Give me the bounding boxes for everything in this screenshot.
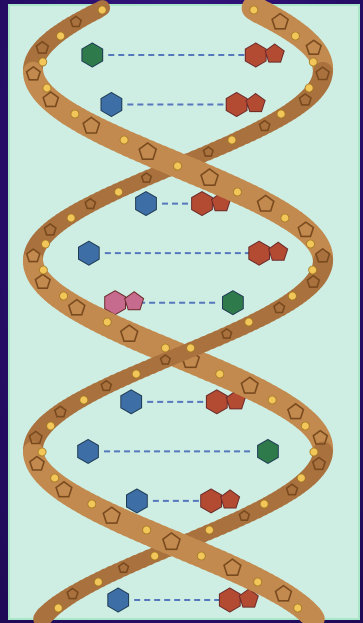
phosphate-bead <box>277 110 285 118</box>
phosphate-bead <box>291 32 299 40</box>
phosphate-bead <box>301 422 309 430</box>
phosphate-bead <box>39 58 47 66</box>
green-base-hex <box>223 291 244 315</box>
phosphate-bead <box>88 500 96 508</box>
phosphate-bead <box>54 604 62 612</box>
phosphate-bead <box>143 526 151 534</box>
phosphate-bead <box>151 552 159 560</box>
phosphate-bead <box>245 318 253 326</box>
phosphate-bead <box>305 84 313 92</box>
blue-base-hex <box>136 192 157 216</box>
blue-base-hex <box>101 93 122 117</box>
phosphate-bead <box>233 188 241 196</box>
phosphate-bead <box>38 448 46 456</box>
green-base-hex <box>258 439 279 463</box>
red-base-hex <box>201 489 222 513</box>
phosphate-bead <box>80 396 88 404</box>
phosphate-bead <box>197 552 205 560</box>
red-base-hex <box>245 43 266 67</box>
phosphate-bead <box>103 318 111 326</box>
base-pair <box>127 489 240 513</box>
red-base-pent <box>265 44 284 62</box>
pink-base-pent <box>125 292 144 310</box>
phosphate-bead <box>115 188 123 196</box>
red-base-hex <box>226 93 247 117</box>
red-base-hex <box>219 588 240 612</box>
phosphate-bead <box>39 266 47 274</box>
phosphate-bead <box>254 578 262 586</box>
phosphate-bead <box>288 292 296 300</box>
blue-base-hex <box>121 390 142 414</box>
base-pair <box>79 241 288 265</box>
phosphate-bead <box>205 526 213 534</box>
phosphate-bead <box>132 370 140 378</box>
phosphate-bead <box>281 214 289 222</box>
phosphate-bead <box>47 422 55 430</box>
phosphate-bead <box>98 6 106 14</box>
phosphate-bead <box>67 214 75 222</box>
phosphate-bead <box>51 474 59 482</box>
phosphate-bead <box>57 32 65 40</box>
red-base-hex <box>249 241 270 265</box>
base-pair <box>78 439 279 463</box>
phosphate-bead <box>43 84 51 92</box>
phosphate-bead <box>228 136 236 144</box>
red-base-pent <box>221 490 240 508</box>
phosphate-bead <box>250 6 258 14</box>
red-base-hex <box>192 192 213 216</box>
blue-base-hex <box>127 489 148 513</box>
backbone-segment <box>42 615 44 619</box>
phosphate-bead <box>174 162 182 170</box>
blue-base-hex <box>78 439 99 463</box>
blue-base-hex <box>79 241 100 265</box>
base-pair <box>121 390 246 414</box>
phosphate-bead <box>307 240 315 248</box>
backbone-segment <box>311 615 313 619</box>
backbone-strands-layer <box>27 6 330 619</box>
phosphate-bead <box>94 578 102 586</box>
red-base-hex <box>206 390 227 414</box>
phosphate-bead <box>260 500 268 508</box>
base-pair <box>108 588 258 612</box>
phosphate-bead <box>268 396 276 404</box>
phosphate-bead <box>187 344 195 352</box>
base-pair <box>82 43 284 67</box>
phosphate-bead <box>71 110 79 118</box>
phosphate-bead <box>216 370 224 378</box>
phosphate-bead <box>309 266 317 274</box>
red-base-pent <box>246 94 265 112</box>
phosphate-bead <box>310 448 318 456</box>
base-pair <box>105 291 244 315</box>
phosphate-bead <box>120 136 128 144</box>
phosphate-bead <box>294 604 302 612</box>
phosphate-bead <box>60 292 68 300</box>
blue-base-hex <box>108 588 129 612</box>
base-pair <box>101 93 265 117</box>
phosphate-bead <box>309 58 317 66</box>
red-base-pent <box>269 242 288 260</box>
phosphate-bead <box>297 474 305 482</box>
phosphate-bead <box>42 240 50 248</box>
green-base-hex <box>82 43 103 67</box>
